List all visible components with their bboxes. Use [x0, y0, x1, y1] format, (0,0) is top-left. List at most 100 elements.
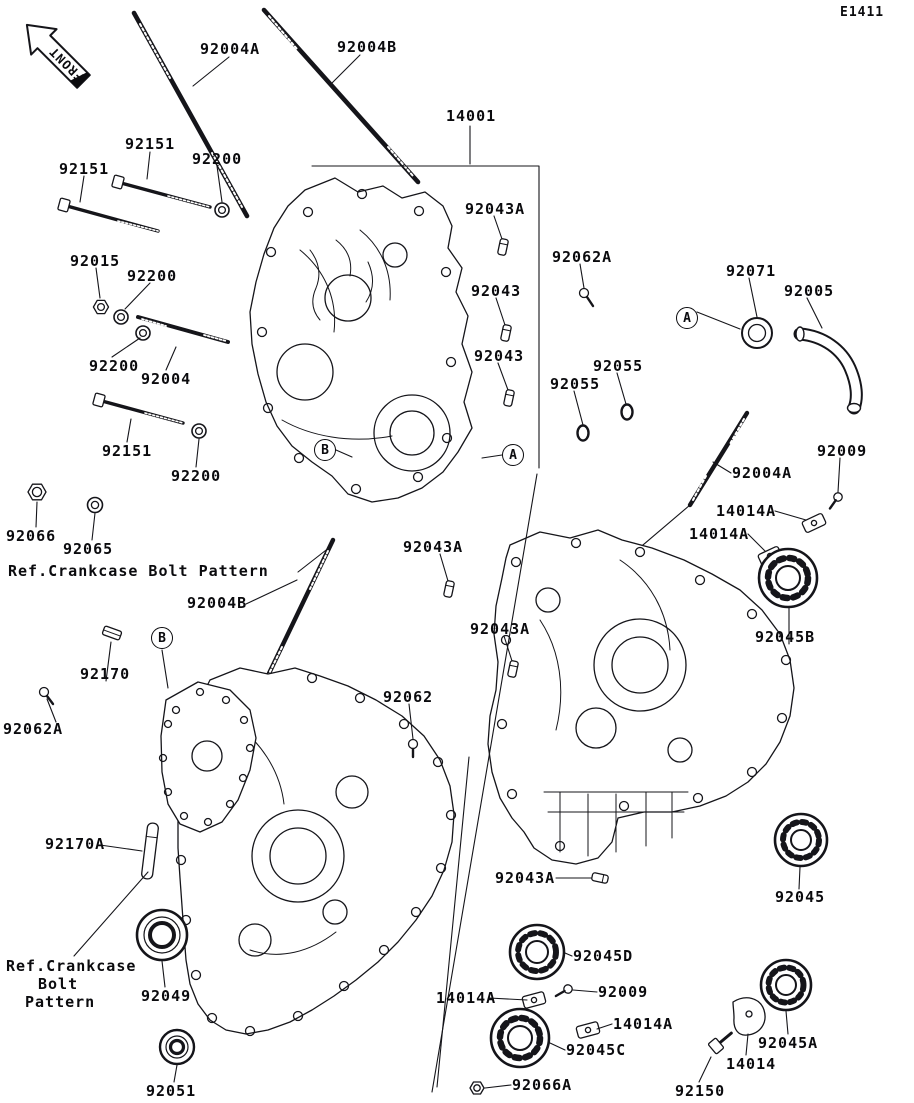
- part-label-92066: 92066: [6, 527, 57, 545]
- dowel-92043a-3: [507, 660, 519, 678]
- crankcase-upper-drawing: [249, 177, 473, 503]
- part-label-92170: 92170: [80, 665, 131, 683]
- part-label-92043a-4: 92043A: [495, 869, 556, 887]
- part-label-92049: 92049: [141, 987, 192, 1005]
- part-label-92170a: 92170A: [45, 835, 106, 853]
- part-label-14014a-4: 14014A: [613, 1015, 674, 1033]
- part-label-14014a-2: 14014A: [689, 525, 750, 543]
- note-ref-line2: Bolt: [38, 975, 79, 993]
- part-label-92005: 92005: [784, 282, 835, 300]
- part-label-14014a-3: 14014A: [436, 989, 497, 1007]
- part-label-92051: 92051: [146, 1082, 197, 1100]
- part-label-92055-1: 92055: [593, 357, 644, 375]
- bearing-92045a: [759, 958, 813, 1012]
- screw-92009-1: [828, 492, 843, 510]
- oil-seal-92049: [135, 908, 189, 962]
- part-label-92045d: 92045D: [573, 947, 634, 965]
- part-label-92043a-1: 92043A: [465, 200, 526, 218]
- plate-14014a-4: [575, 1021, 601, 1039]
- screw-92062: [407, 738, 419, 759]
- callout-a-2: A: [502, 444, 524, 466]
- part-label-92045a: 92045A: [758, 1034, 819, 1052]
- nut-92015: [92, 299, 110, 315]
- plug-92066a: [469, 1081, 485, 1095]
- part-label-92150: 92150: [675, 1082, 726, 1100]
- part-label-92200-1: 92200: [192, 150, 243, 168]
- part-label-92062a-1: 92062A: [552, 248, 613, 266]
- bearing-92045: [773, 812, 829, 868]
- part-label-92009-1: 92009: [817, 442, 868, 460]
- o-ring-92055-1: [620, 403, 634, 421]
- part-label-92009-2: 92009: [598, 983, 649, 1001]
- bearing-92045d: [508, 923, 566, 981]
- stud-92004-mid: [136, 315, 230, 344]
- washer-92200-1: [214, 202, 230, 218]
- part-label-92066a: 92066A: [512, 1076, 573, 1094]
- callout-b-2: B: [151, 627, 173, 649]
- stud-92004b-top: [261, 7, 421, 185]
- part-label-92043a-2: 92043A: [403, 538, 464, 556]
- part-label-92043-1: 92043: [471, 282, 522, 300]
- stud-92004b-lower: [259, 537, 336, 691]
- screw-92062a-2: [38, 686, 55, 706]
- part-label-92045c: 92045C: [566, 1041, 627, 1059]
- washer-92200-2: [113, 309, 129, 325]
- seal-cap-92071: [741, 317, 773, 349]
- part-label-92004b-top: 92004B: [337, 38, 398, 56]
- bearing-92045b: [757, 547, 819, 609]
- part-label-92151-3: 92151: [102, 442, 153, 460]
- part-label-14014a-1: 14014A: [716, 502, 777, 520]
- part-label-92004b-lower: 92004B: [187, 594, 248, 612]
- callout-a-1: A: [676, 307, 698, 329]
- note-ref-line3: Pattern: [25, 993, 96, 1011]
- bolt-92151-3: [92, 392, 185, 425]
- part-label-92004: 92004: [141, 370, 192, 388]
- front-arrow-icon: FRONT: [25, 23, 91, 89]
- part-label-92151-2: 92151: [59, 160, 110, 178]
- part-label-92043a-3: 92043A: [470, 620, 531, 638]
- screw-92009-2: [554, 984, 573, 998]
- bolt-92150: [707, 1031, 733, 1055]
- part-label-92200-3: 92200: [89, 357, 140, 375]
- bolt-92151-1: [111, 174, 212, 209]
- part-label-92200-4: 92200: [171, 467, 222, 485]
- plate-14014a-1: [801, 513, 827, 533]
- part-label-92151-1: 92151: [125, 135, 176, 153]
- oil-seal-92051: [158, 1028, 196, 1066]
- dowel-92043a-1: [497, 238, 509, 256]
- dowel-92043-1: [500, 324, 512, 342]
- screw-92062a-1: [578, 287, 595, 308]
- note-ref-line1: Ref.Crankcase: [6, 957, 137, 975]
- page-code: E1411: [840, 5, 885, 20]
- part-label-92200-2: 92200: [127, 267, 178, 285]
- bolt-92151-2: [57, 197, 160, 233]
- part-label-92004a-right: 92004A: [732, 464, 793, 482]
- washer-92200-4: [191, 423, 207, 439]
- part-label-92045: 92045: [775, 888, 826, 906]
- breather-tube-92005: [793, 326, 863, 415]
- washer-92200-3: [135, 325, 151, 341]
- part-label-92071: 92071: [726, 262, 777, 280]
- crankcase-right-drawing: [487, 529, 795, 865]
- note-ref-crankcase-bolt-pattern-1: Ref.Crankcase Bolt Pattern: [8, 562, 269, 580]
- leader-lines: [35, 54, 841, 1093]
- dowel-92043a-4: [591, 872, 609, 884]
- bearing-92045c: [489, 1007, 551, 1069]
- part-label-92004a-top: 92004A: [200, 40, 261, 58]
- o-ring-92055-2: [576, 424, 590, 442]
- part-label-92062a-2: 92062A: [3, 720, 64, 738]
- part-label-92065: 92065: [63, 540, 114, 558]
- clamp-92170a: [141, 822, 159, 880]
- cover-plate-drawing: [158, 681, 257, 833]
- plate-14014a-3: [521, 991, 547, 1009]
- callout-b-1: B: [314, 439, 336, 461]
- stud-92004a-top: [131, 10, 250, 219]
- part-label-14001: 14001: [446, 107, 497, 125]
- washer-92065: [86, 496, 104, 514]
- dowel-92043-2: [503, 389, 515, 407]
- clamp-92170: [101, 625, 123, 641]
- plate-14014: [732, 997, 766, 1036]
- plug-92066: [27, 483, 47, 501]
